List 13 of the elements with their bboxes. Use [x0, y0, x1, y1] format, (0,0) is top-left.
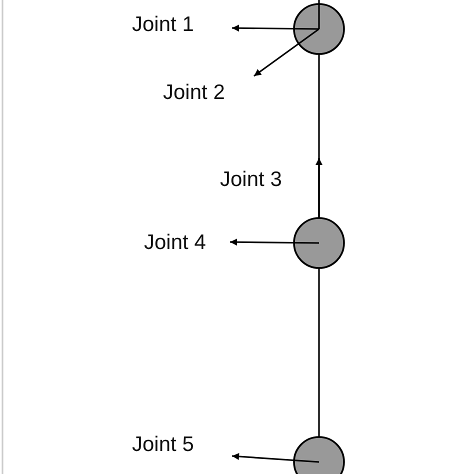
joint-label: Joint 2 — [163, 81, 225, 105]
joint-label: Joint 4 — [144, 231, 206, 255]
arrow — [254, 28, 320, 77]
joint-label: Joint 5 — [132, 433, 194, 457]
joint-label: Joint 3 — [220, 168, 282, 192]
link-line — [318, 268, 320, 437]
arrow — [232, 24, 319, 32]
joint-circle — [293, 217, 345, 269]
joint-label: Joint 1 — [132, 13, 194, 37]
link-line — [318, 54, 320, 218]
joint-circle — [293, 3, 345, 55]
arrow — [230, 238, 319, 246]
arrow — [232, 453, 320, 463]
